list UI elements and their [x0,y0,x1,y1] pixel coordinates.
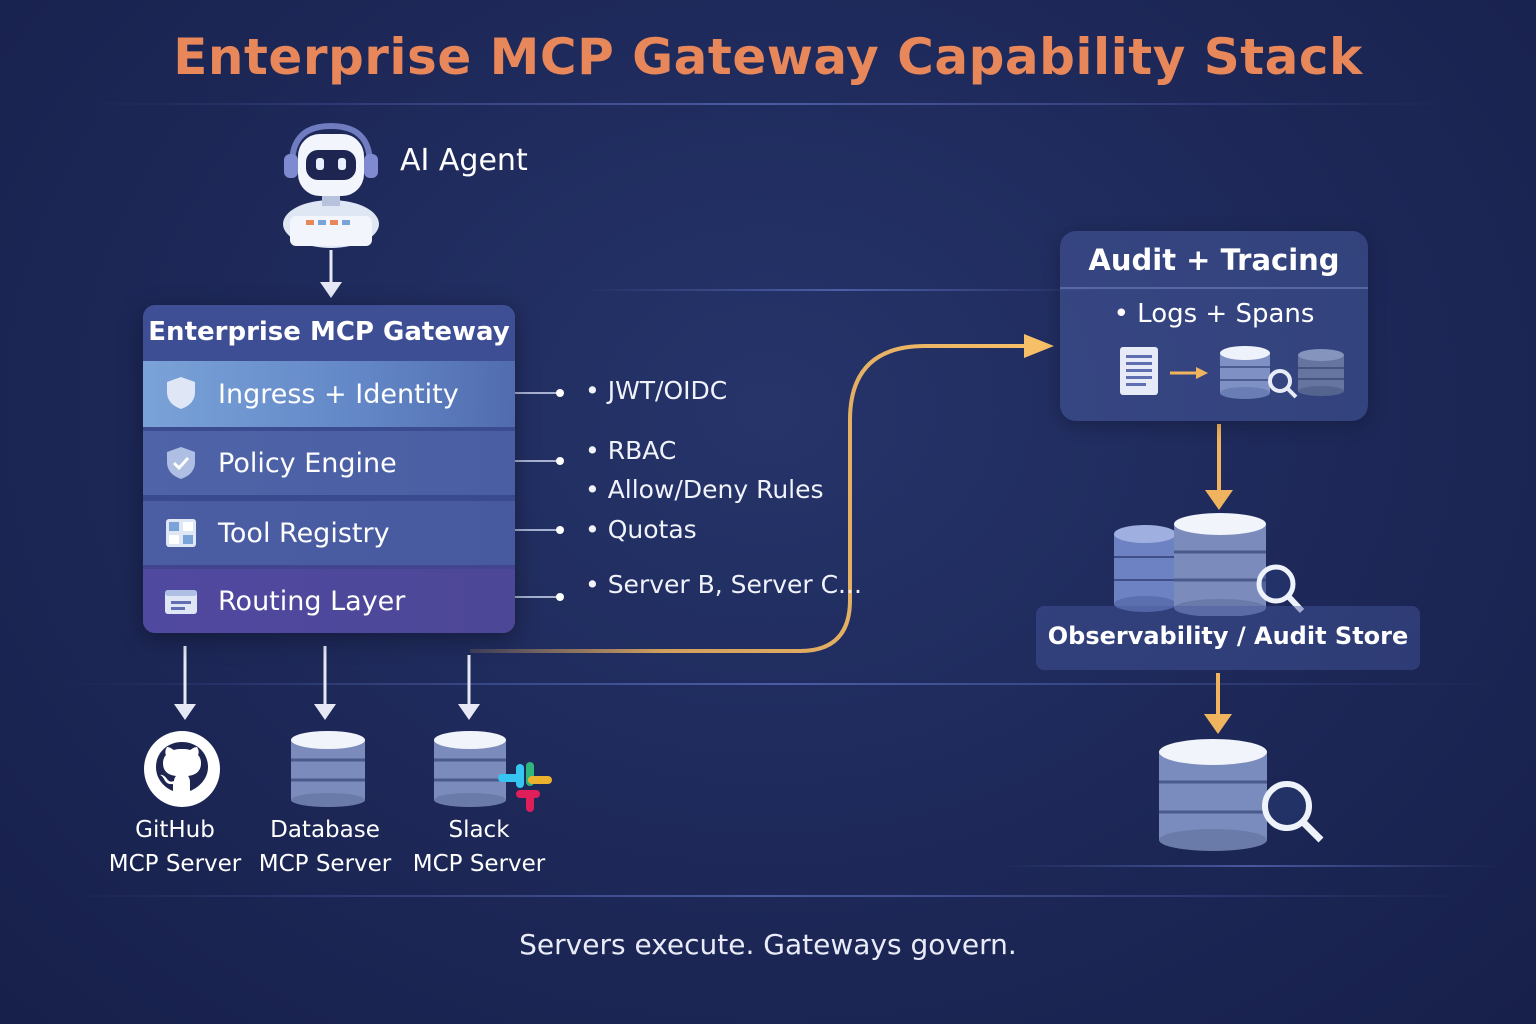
layer-label: Ingress + Identity [218,378,459,410]
layer-routing[interactable]: Routing Layer [143,569,515,633]
layer-label: Policy Engine [218,447,397,479]
connector-dot [556,526,564,534]
github-icon [144,731,220,807]
layer-policy-engine[interactable]: Policy Engine [143,431,515,495]
server-arrow-head [458,704,480,720]
divider-line [60,683,1500,685]
divider-line [580,289,1100,291]
server-name: Database [270,817,380,843]
server-github-label: GitHub MCP Server [100,813,250,881]
agent-label: AI Agent [400,143,528,178]
server-arrow-head [174,704,196,720]
server-slack-label: Slack MCP Server [404,813,554,881]
tagline: Servers execute. Gateways govern. [519,928,1017,961]
server-name: Slack [448,817,510,843]
observability-label-panel: Observability / Audit Store [1036,606,1420,670]
bullet-allow-deny: • Allow/Deny Rules [585,475,824,504]
logs-to-store-icon [1120,346,1344,399]
audit-tracing-panel: Audit + Tracing • Logs + Spans [1060,231,1368,421]
bullet-rbac: • RBAC [585,436,677,465]
audit-down-head [1205,490,1233,510]
layer-label: Tool Registry [218,517,390,549]
server-arrow-head [314,704,336,720]
divider-line [1000,865,1500,867]
bullet-quotas: • Quotas [585,515,697,544]
title-divider [80,103,1456,105]
bullet-servers: • Server B, Server C... [585,570,862,599]
gateway-title: Enterprise MCP Gateway [148,317,510,347]
server-type: MCP Server [258,851,392,877]
robot-headset-icon [283,122,379,248]
layer-tool-registry[interactable]: Tool Registry [143,501,515,565]
audit-divider [1060,287,1368,289]
audit-title: Audit + Tracing [1088,243,1340,277]
gateway-panel: Enterprise MCP Gateway Ingress + Identit… [143,305,515,633]
archive-store-icon [1159,739,1324,851]
observability-label: Observability / Audit Store [1047,622,1409,650]
layer-label: Routing Layer [218,585,406,617]
page-title: Enterprise MCP Gateway Capability Stack [173,28,1363,86]
bullet-jwt: • JWT/OIDC [585,376,728,405]
connector-dot [556,457,564,465]
server-name: GitHub [135,817,215,843]
audit-bullet: • Logs + Spans [1113,299,1315,329]
agent-arrow-head [320,282,342,298]
server-database-label: Database MCP Server [250,813,400,881]
database-icon [291,731,365,807]
server-type: MCP Server [412,851,546,877]
shield-icon [167,377,195,409]
server-type: MCP Server [108,851,242,877]
observability-store-icon [1114,513,1305,616]
audit-flow-arrow [470,344,1030,653]
slack-icon [434,731,552,812]
window-icon [165,590,197,614]
connector-dot [556,389,564,397]
audit-flow-arrow-head [1024,334,1054,358]
obs-down-head [1204,714,1232,734]
shield-check-icon [167,447,195,479]
connector-dot [556,593,564,601]
layer-ingress-identity[interactable]: Ingress + Identity [143,361,515,427]
divider-line [60,895,1476,897]
grid-icon [166,519,196,547]
